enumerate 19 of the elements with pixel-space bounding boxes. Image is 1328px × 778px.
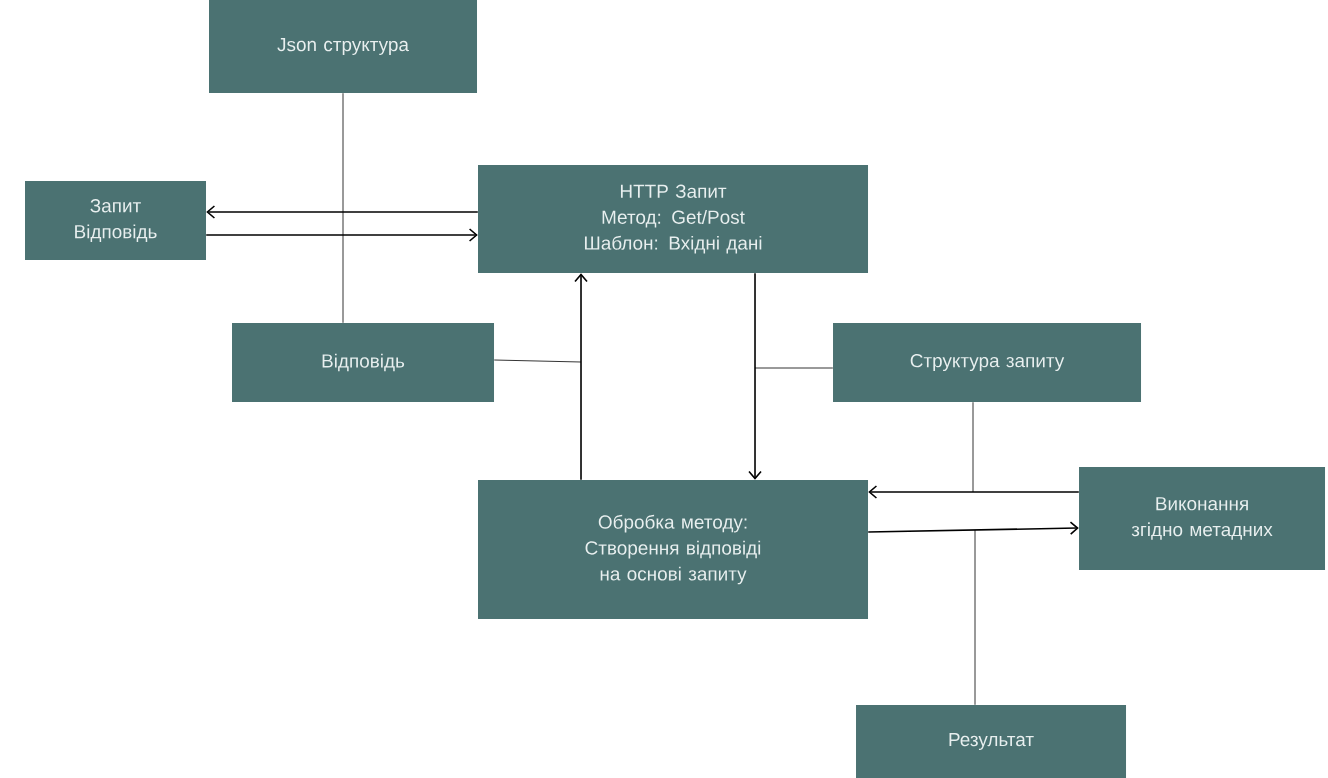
arrow xyxy=(205,228,478,242)
process-box: Результат xyxy=(856,705,1126,778)
connector-line xyxy=(754,367,834,369)
process-box: HTTP Запит Метод: Get/Post Шаблон: Вхідні дані xyxy=(478,165,868,273)
connector-line xyxy=(342,92,344,324)
connector-line xyxy=(974,529,976,706)
process-box: Запит Відповідь xyxy=(25,181,206,260)
arrow xyxy=(574,273,588,481)
arrow xyxy=(868,485,1080,499)
connector-line xyxy=(493,359,582,363)
arrow xyxy=(206,205,479,219)
process-box: Відповідь xyxy=(232,323,494,402)
arrow xyxy=(867,521,1079,535)
process-box: Json структура xyxy=(209,0,477,93)
connector-line xyxy=(972,401,974,493)
process-box: Структура запиту xyxy=(833,323,1141,402)
process-box: Обробка методу: Створення відповіді на основі запиту xyxy=(478,480,868,619)
arrow xyxy=(748,272,762,480)
process-box: Виконання згідно метадних xyxy=(1079,467,1325,570)
